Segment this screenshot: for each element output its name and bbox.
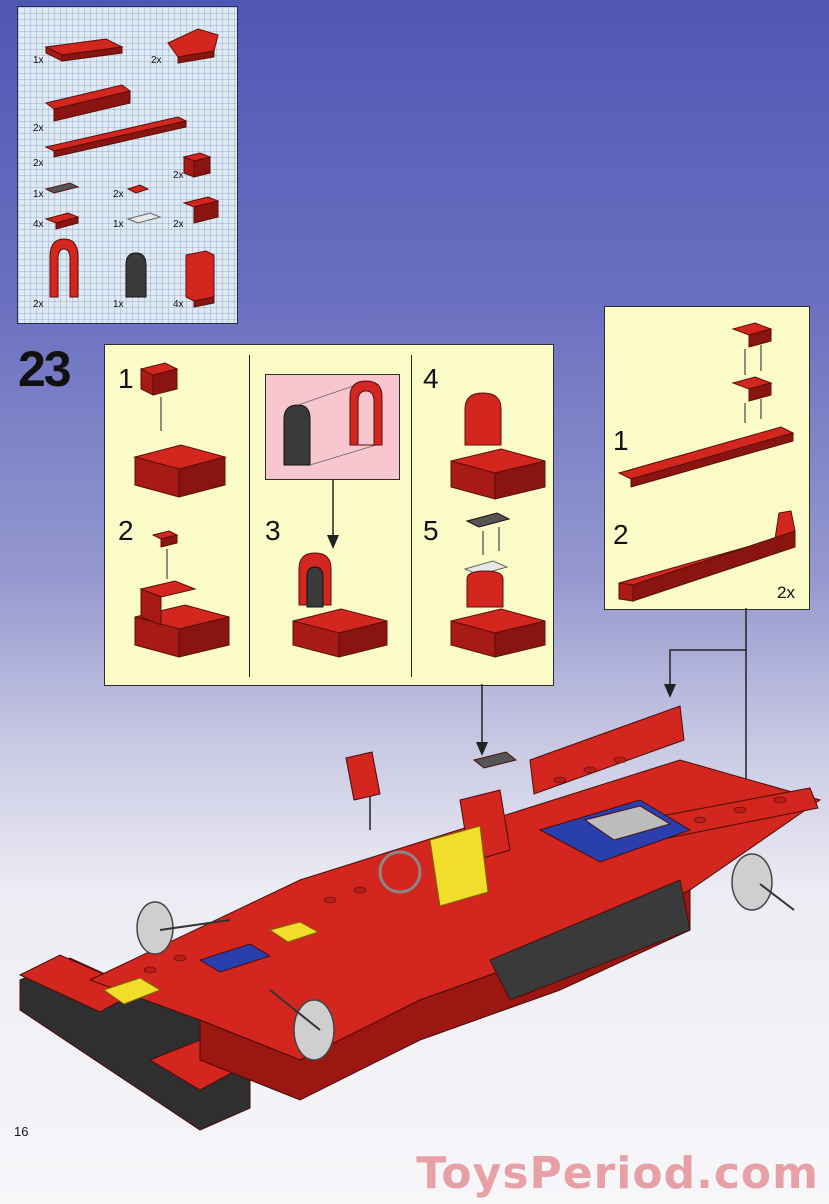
substep-label: 1	[118, 363, 134, 394]
part-qty: 4x	[173, 299, 184, 310]
substep-label: 2	[613, 519, 629, 550]
step-number: 23	[18, 341, 72, 397]
part-qty: 2x	[173, 170, 184, 181]
part-qty: 2x	[33, 158, 44, 169]
page-number: 16	[14, 1124, 29, 1139]
main-build-panel: 1 2 3 4 5	[104, 344, 554, 686]
side-build-panel: 1 2 2x	[604, 306, 810, 610]
parts-illustrations	[44, 28, 220, 308]
substep-label: 5	[423, 515, 439, 546]
panel-divider	[249, 355, 250, 677]
substep-label: 2	[118, 515, 134, 546]
part-qty: 1x	[33, 55, 44, 66]
door-callout	[265, 374, 400, 480]
part-qty: 1x	[113, 299, 124, 310]
watermark: ToysPeriod.com	[416, 1148, 819, 1199]
part-qty: 2x	[113, 189, 124, 200]
part-qty: 2x	[33, 123, 44, 134]
part-qty: 2x	[33, 299, 44, 310]
part-qty: 2x	[173, 219, 184, 230]
parts-list: 1x 2x 2x 2x 2x 1x 2x 4x 1x 2x 2x 1x 4x	[17, 6, 238, 324]
substep-label: 1	[613, 425, 629, 456]
part-qty: 1x	[113, 219, 124, 230]
substep-label: 4	[423, 363, 439, 394]
part-qty: 4x	[33, 219, 44, 230]
part-qty: 1x	[33, 189, 44, 200]
side-illustrations	[617, 322, 796, 602]
multiplier-label: 2x	[777, 583, 795, 602]
part-qty: 2x	[151, 55, 162, 66]
substep-illustrations	[133, 362, 546, 658]
substep-label: 3	[265, 515, 281, 546]
panel-divider	[411, 355, 412, 677]
door-callout-illustration	[283, 380, 383, 466]
